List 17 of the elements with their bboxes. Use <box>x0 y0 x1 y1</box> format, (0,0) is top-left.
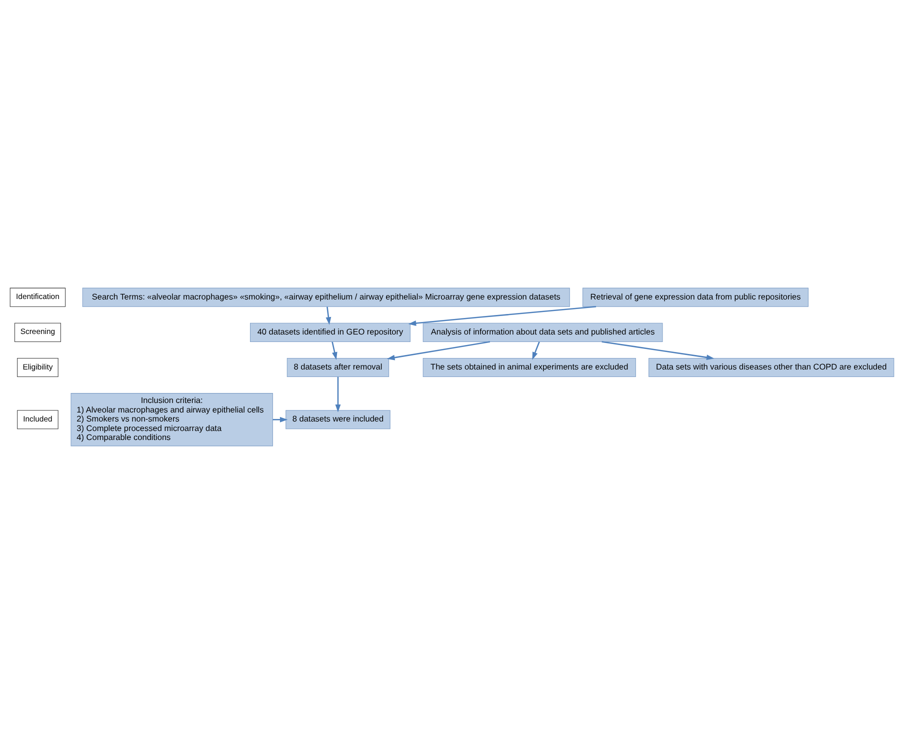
arrow <box>602 341 714 360</box>
arrow <box>335 376 341 412</box>
arrow <box>272 416 288 422</box>
arrow <box>332 342 338 360</box>
node-box: Analysis of information about data sets and published articles <box>422 322 663 342</box>
node-box: The sets obtained in animal experiments are excluded <box>422 358 636 378</box>
arrow <box>532 342 540 360</box>
node-box: Inclusion criteria: 1) Alveolar macrophages and airway epithelial cells 2) Smokers vs non-smokers 3) Complete processed microarray data 4) Comparable conditions <box>70 393 273 446</box>
node-box: 40 datasets identified in GEO repository <box>250 322 410 342</box>
node-box: Data sets with various diseases other than COPD are excluded <box>648 358 894 378</box>
node-box: Search Terms: «alveolar macrophages» «smoking», «airway epithelium / airway epithelial» Microarray gene expression datasets <box>82 288 570 307</box>
arrow <box>386 341 490 360</box>
node-box: 8 datasets were included <box>286 410 390 430</box>
node-box: Retrieval of gene expression data from public repositories <box>582 288 808 307</box>
arrow <box>408 306 596 326</box>
arrow <box>326 306 332 325</box>
node-box: 8 datasets after removal <box>286 358 390 378</box>
